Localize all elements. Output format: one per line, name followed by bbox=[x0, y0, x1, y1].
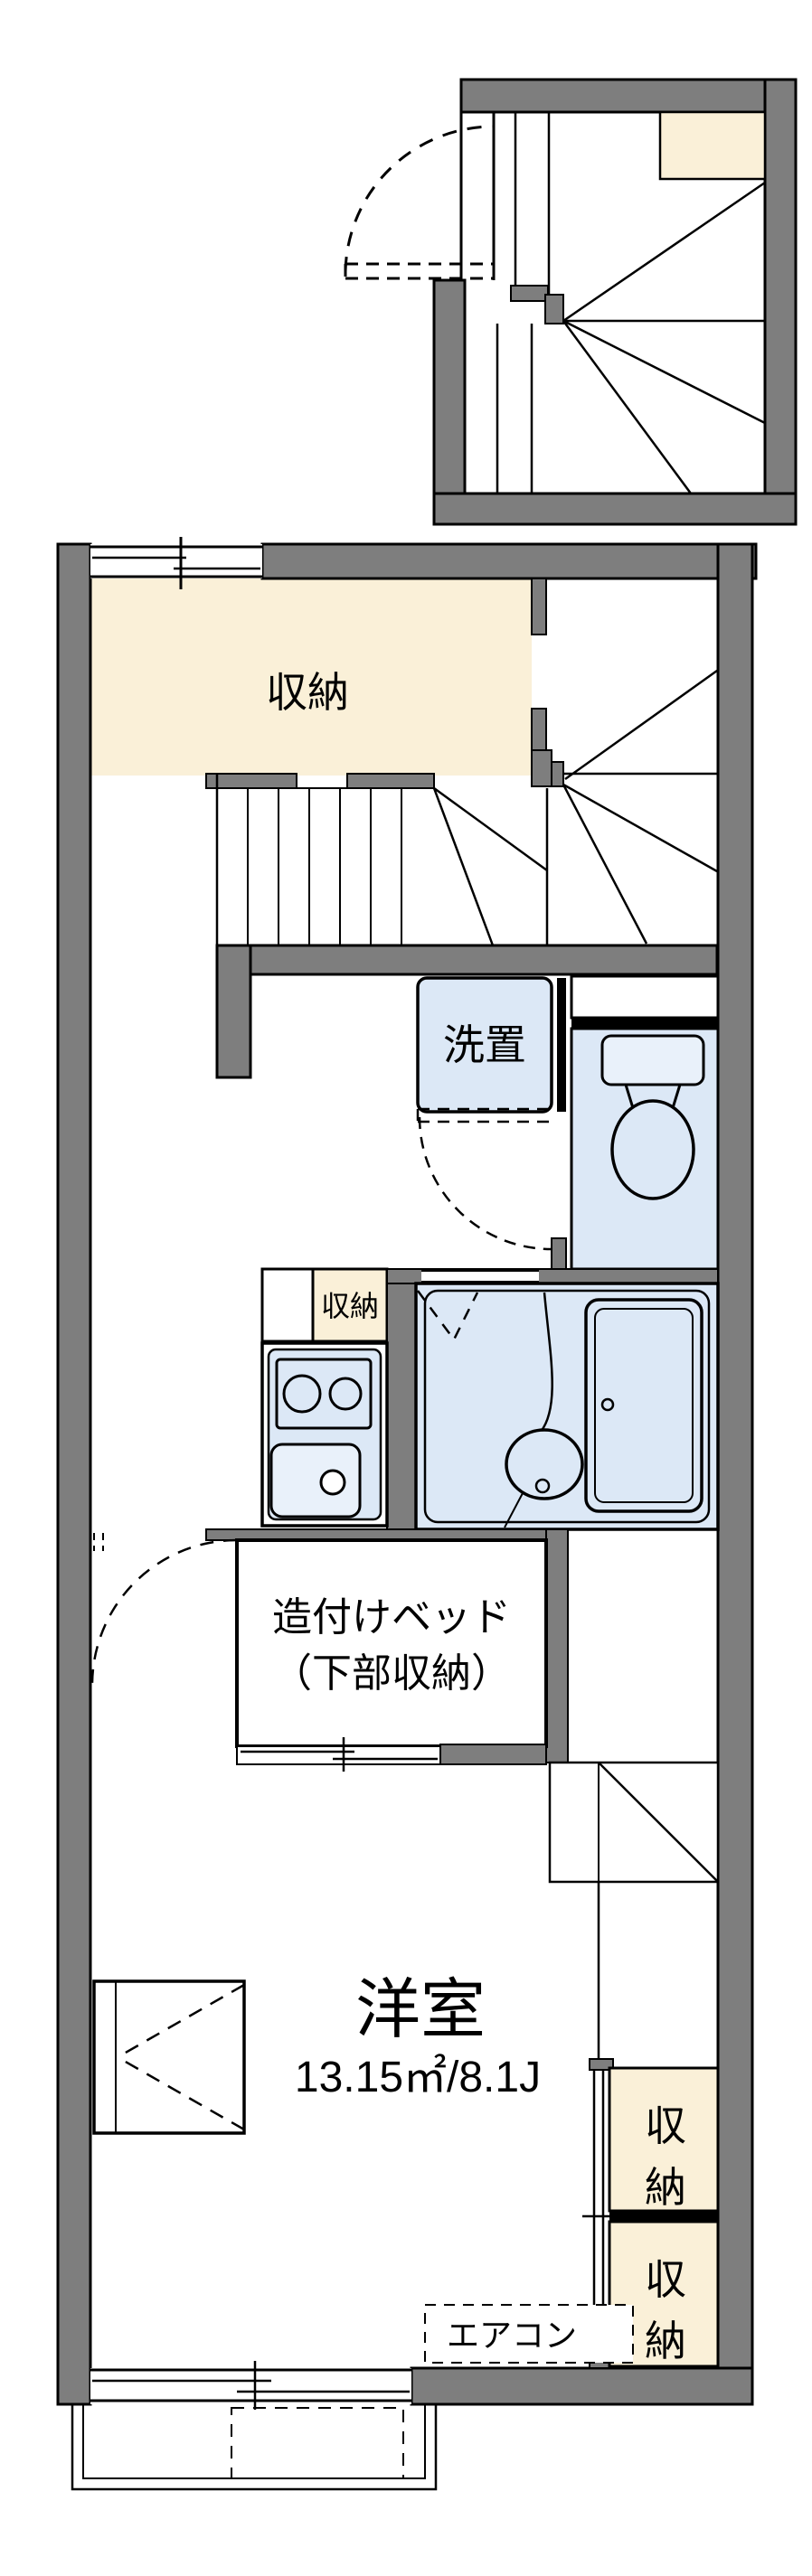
wall-top bbox=[459, 78, 798, 114]
top-window bbox=[90, 537, 262, 589]
bed-label-line2: （下部収納） bbox=[272, 1651, 511, 1696]
door-leaf-dashed bbox=[416, 1107, 550, 1123]
room-name-label: 洋室 bbox=[355, 1974, 486, 2046]
drain bbox=[319, 1469, 346, 1496]
aircon-label: エアコン bbox=[447, 2317, 577, 2354]
newel-post bbox=[531, 749, 552, 787]
toilet-shelf bbox=[570, 974, 720, 1020]
balcony bbox=[71, 2404, 438, 2491]
upper-stair-hall bbox=[344, 78, 798, 526]
western-room: 洋室 13.15㎡/8.1J bbox=[295, 1974, 541, 2101]
wall-left-lower bbox=[432, 278, 467, 495]
wall-bottom bbox=[410, 2366, 754, 2406]
bed-window bbox=[236, 1737, 547, 1772]
toilet-room bbox=[570, 974, 720, 1271]
main-outer-walls bbox=[56, 542, 758, 2406]
wall-washer-toilet bbox=[557, 978, 566, 1112]
stair-winders-lower bbox=[432, 786, 549, 946]
stove bbox=[275, 1358, 373, 1430]
closet-lower-char2: 納 bbox=[645, 2317, 686, 2364]
bathroom bbox=[386, 1268, 720, 1531]
stair-treads-upper bbox=[496, 112, 766, 494]
bath-top-window bbox=[421, 1270, 539, 1283]
wall-right bbox=[716, 542, 754, 2406]
door-swing-arc bbox=[344, 125, 495, 280]
tub-drain bbox=[600, 1397, 615, 1412]
corner-shelf bbox=[548, 1761, 720, 1884]
newel-post bbox=[510, 285, 564, 324]
aircon-slot: エアコン bbox=[424, 2304, 634, 2364]
bed-label-line1: 造付けベッド bbox=[272, 1595, 511, 1640]
storage-right-wall bbox=[531, 578, 547, 753]
wall-under-storage-left bbox=[205, 773, 297, 789]
kitchen-storage-label: 収納 bbox=[321, 1290, 379, 1322]
wall-top bbox=[260, 542, 758, 580]
fold-counter bbox=[92, 1979, 246, 2135]
closet-upper-char1: 収 bbox=[645, 2102, 686, 2149]
entry-door-arc bbox=[90, 1533, 238, 1686]
burner-left bbox=[282, 1374, 322, 1414]
wall-stub bbox=[551, 1237, 567, 1270]
stair-treads bbox=[247, 788, 402, 945]
storage-room bbox=[90, 578, 532, 776]
room-size-label: 13.15㎡/8.1J bbox=[295, 2054, 541, 2101]
wall-bottom bbox=[432, 492, 798, 526]
bath-floor-pan bbox=[423, 1289, 711, 1524]
bed-outline bbox=[235, 1538, 548, 1748]
newel-post-step bbox=[551, 761, 564, 787]
washbasin bbox=[504, 1292, 584, 1528]
wall-corridor-stub bbox=[215, 944, 252, 1079]
kitchen: 収納 bbox=[260, 1267, 417, 1530]
landing-storage-box bbox=[658, 110, 767, 181]
washer-label: 洗置 bbox=[443, 1021, 526, 1068]
washer-space: 洗置 bbox=[416, 976, 567, 1270]
bottom-window bbox=[90, 2361, 411, 2410]
wall-bed-right bbox=[545, 1528, 569, 1763]
storage-label: 収納 bbox=[266, 669, 349, 716]
wall-under-stairs bbox=[215, 944, 719, 976]
closet-lower: 収 納 bbox=[608, 2220, 720, 2368]
built-in-bed: 造付けベッド （下部収納） bbox=[205, 1528, 569, 1772]
wall-right bbox=[763, 78, 798, 526]
balcony-dashed-area bbox=[231, 2407, 404, 2479]
closet-upper: 収 納 bbox=[608, 2066, 720, 2213]
burner-right bbox=[328, 1377, 363, 1411]
bathtub bbox=[584, 1298, 703, 1513]
door-swing-arc bbox=[418, 1116, 552, 1251]
closet-upper-char2: 納 bbox=[645, 2164, 686, 2211]
kitchen-open-box bbox=[260, 1267, 315, 1343]
toilet-fixture bbox=[600, 1034, 705, 1200]
staircase bbox=[205, 669, 718, 946]
kitchen-storage-box bbox=[311, 1267, 389, 1343]
wall-kitchen-bath bbox=[386, 1283, 417, 1530]
stair-winders-upper bbox=[562, 669, 718, 945]
sink bbox=[269, 1443, 362, 1518]
basin-drain bbox=[534, 1478, 551, 1494]
wall-left bbox=[56, 542, 92, 2406]
closet-lower-char1: 収 bbox=[645, 2256, 686, 2303]
doorway-jambs bbox=[459, 112, 496, 280]
wall-under-storage-right bbox=[346, 773, 435, 789]
closet-divider bbox=[609, 2211, 718, 2222]
